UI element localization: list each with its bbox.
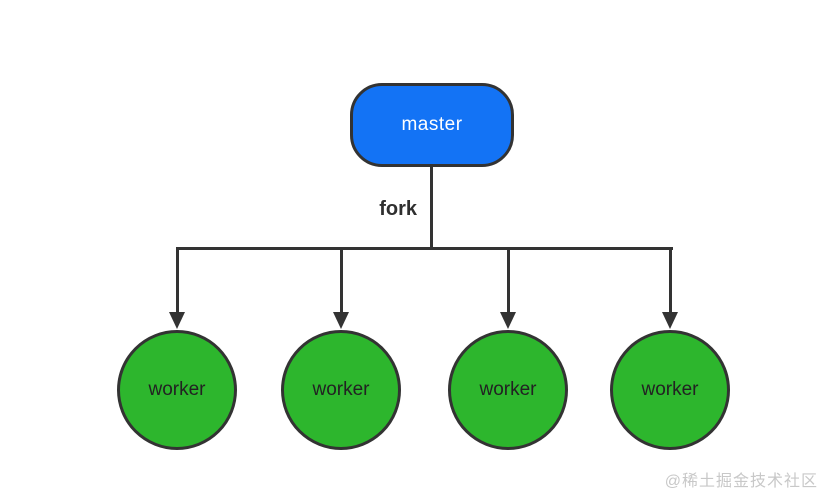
worker-node-label: worker [479, 379, 537, 400]
master-node: master [350, 83, 514, 167]
fork-label: fork [379, 198, 417, 220]
worker-node: worker [281, 330, 401, 450]
worker-node-label: worker [312, 379, 370, 400]
fork-rail-line [176, 247, 673, 250]
arrow-down-icon [662, 312, 678, 329]
master-connector-line [430, 165, 433, 249]
branch-line [176, 249, 179, 313]
watermark-text: @稀土掘金技术社区 [664, 473, 818, 490]
arrow-down-icon [169, 312, 185, 329]
worker-node: worker [448, 330, 568, 450]
worker-node-label: worker [641, 379, 699, 400]
worker-node: worker [610, 330, 730, 450]
worker-node: worker [117, 330, 237, 450]
branch-line [507, 249, 510, 313]
worker-node-label: worker [148, 379, 206, 400]
arrow-down-icon [500, 312, 516, 329]
arrow-down-icon [333, 312, 349, 329]
branch-line [340, 249, 343, 313]
branch-line [669, 249, 672, 313]
master-node-label: master [401, 114, 463, 135]
